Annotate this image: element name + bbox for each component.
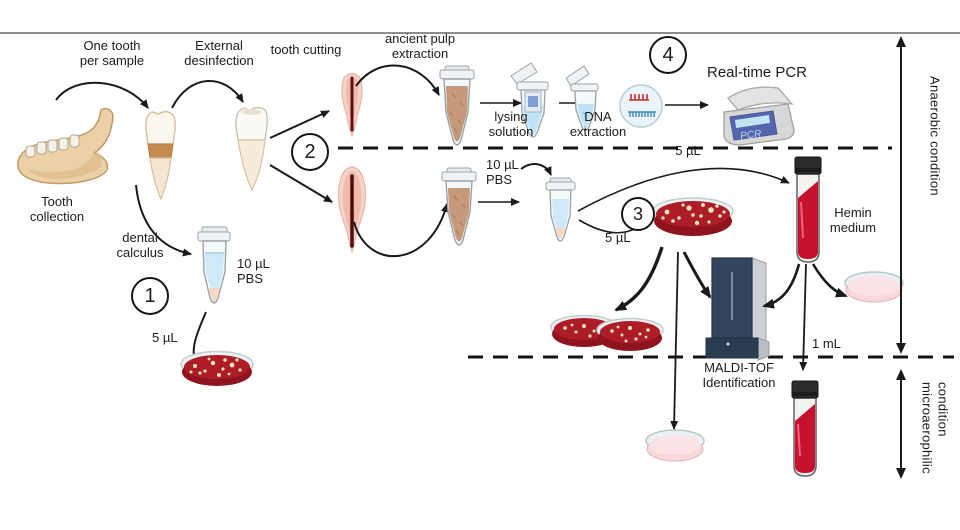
anaerobic-range-arrow — [896, 36, 906, 354]
arrow-hemin-to-plate — [811, 263, 848, 298]
microtube-pulp-bottom-icon — [441, 167, 477, 246]
microtube-calculus-icon — [197, 226, 231, 304]
pcr-screen-label: PCR — [740, 129, 762, 142]
label-ancient-pulp-extraction: ancient pulp extraction — [384, 31, 456, 62]
label-1ml: 1 mL — [812, 336, 841, 351]
label-maldi-tof: MALDI-TOF Identification — [702, 360, 776, 391]
maldi-tof-icon — [705, 257, 770, 361]
tooth-decayed-icon — [145, 111, 176, 201]
jaw-icon — [17, 107, 114, 185]
label-tooth-cutting: tooth cutting — [270, 42, 342, 57]
microtube-lysing-icon — [510, 62, 549, 138]
microtube-pbs-icon — [545, 177, 576, 242]
step-circle-4: 4 — [649, 36, 687, 74]
step-circle-3: 3 — [621, 197, 655, 231]
petri-dish-red-1-icon — [180, 350, 254, 386]
label-pbs-volume-1: 10 µL PBS — [237, 256, 270, 287]
step-circle-1: 1 — [131, 277, 169, 315]
label-dna-extraction: DNA extraction — [569, 109, 627, 140]
microtube-pulp-top-icon — [439, 65, 475, 146]
label-dental-calculus: dental calculus — [116, 230, 164, 261]
dna-primer-icon — [619, 84, 663, 128]
petri-dish-pink-bottom-icon — [645, 429, 705, 462]
flow-arrows — [55, 64, 790, 365]
hemin-tube-top-icon — [794, 156, 822, 263]
tooth-section-bottom-icon — [337, 166, 367, 255]
label-microaerophilic-condition: microaerophilic condition — [919, 382, 951, 474]
arrow-dish-to-bottom-plate — [670, 251, 679, 430]
arrow-hemin-to-tube — [799, 263, 808, 371]
arrow-dish-to-maldi — [682, 251, 712, 299]
label-hemin-medium: Hemin medium — [829, 205, 877, 236]
label-one-tooth-per-sample: One tooth per sample — [79, 38, 145, 69]
label-lysing-solution: lysing solution — [488, 109, 534, 140]
petri-dish-pink-right-icon — [844, 271, 904, 303]
label-tooth-collection: Tooth collection — [29, 194, 85, 225]
pcr-machine-icon: PCR — [723, 86, 795, 146]
hemin-tube-bottom-icon — [791, 380, 819, 477]
tooth-clean-icon — [235, 107, 268, 192]
arrow-dish-to-pair — [614, 246, 664, 312]
tooth-section-top-icon — [341, 72, 363, 138]
label-external-desinfection: External desinfection — [184, 38, 254, 69]
arrow-hemin-to-maldi — [762, 263, 801, 309]
step-circle-2: 2 — [291, 133, 329, 171]
label-5ul-3: 5 µL — [605, 230, 631, 245]
label-5ul-1: 5 µL — [152, 330, 178, 345]
label-5ul-2: 5 µL — [675, 143, 701, 158]
microaerophilic-range-arrow — [896, 369, 906, 479]
microtube-dna-icon — [565, 65, 599, 132]
label-real-time-pcr: Real-time PCR — [706, 64, 808, 81]
label-pbs-volume-2: 10 µL PBS — [486, 157, 519, 188]
petri-dishes-red-pair-icon — [550, 314, 664, 351]
petri-dish-red-2-icon — [652, 197, 734, 236]
label-anaerobic-condition: Anaerobic condition — [927, 76, 943, 196]
